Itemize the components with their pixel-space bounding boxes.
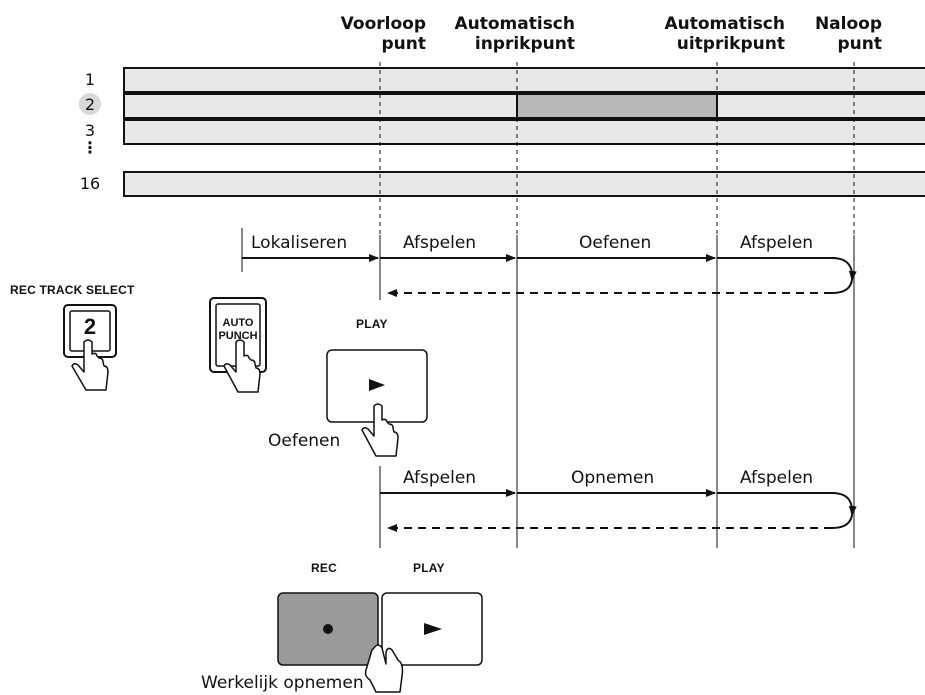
auto-punch-out-label: Automatisch uitprikpunt [664,14,785,54]
track-bar-1 [123,67,925,93]
rec-button[interactable] [277,592,379,666]
auto-punch-label-line2: PUNCH [218,330,258,342]
rec-track-number: 2 [83,314,97,339]
rehearse-caption: Oefenen [268,431,341,451]
record-label: Opnemen [570,468,656,488]
rec-caption: REC [311,561,337,575]
play-label-1: Afspelen [402,233,478,253]
play-caption-2: PLAY [413,561,445,575]
track-number-16: 16 [79,174,101,193]
hand-pointer-icon [361,403,399,457]
rec-track-select-caption: REC TRACK SELECT [10,283,135,297]
play-caption-1: PLAY [356,317,388,331]
marker-lines [241,62,855,548]
track-bars [123,67,925,197]
track-2-selected-indicator [79,93,101,115]
auto-punch-button[interactable] [209,297,267,373]
rehearse-label: Oefenen [578,233,653,253]
track-bar-3 [123,119,925,145]
track-number-2: 2 [84,95,96,114]
two-finger-hand-icon [364,644,404,693]
play-label-2: Afspelen [739,233,815,253]
play-label-3: Afspelen [402,468,478,488]
track-ellipsis: ⋮ [82,138,98,157]
rec-track-select-button[interactable] [63,304,117,358]
track-bar-16 [123,171,925,197]
play-button-record[interactable] [381,592,483,666]
locate-label: Lokaliseren [250,233,349,253]
hand-pointer-icon [223,339,261,393]
play-label-4: Afspelen [739,468,815,488]
record-dot-icon [323,624,333,634]
actual-record-caption: Werkelijk opnemen [201,673,364,693]
play-icon [369,379,385,391]
postroll-point-label: Naloop punt [814,14,882,54]
preroll-point-label: Voorloop punt [340,14,426,54]
auto-punch-in-label: Automatisch inprikpunt [454,14,575,54]
rehearsal-arrows [242,254,857,297]
auto-punch-label-line1: AUTO [222,317,254,329]
record-arrows [380,489,857,532]
hand-pointer-icon [71,339,109,391]
track-number-1: 1 [84,70,96,89]
play-icon [424,623,442,635]
punch-region [516,93,718,119]
track-number-3: 3 [84,121,96,140]
